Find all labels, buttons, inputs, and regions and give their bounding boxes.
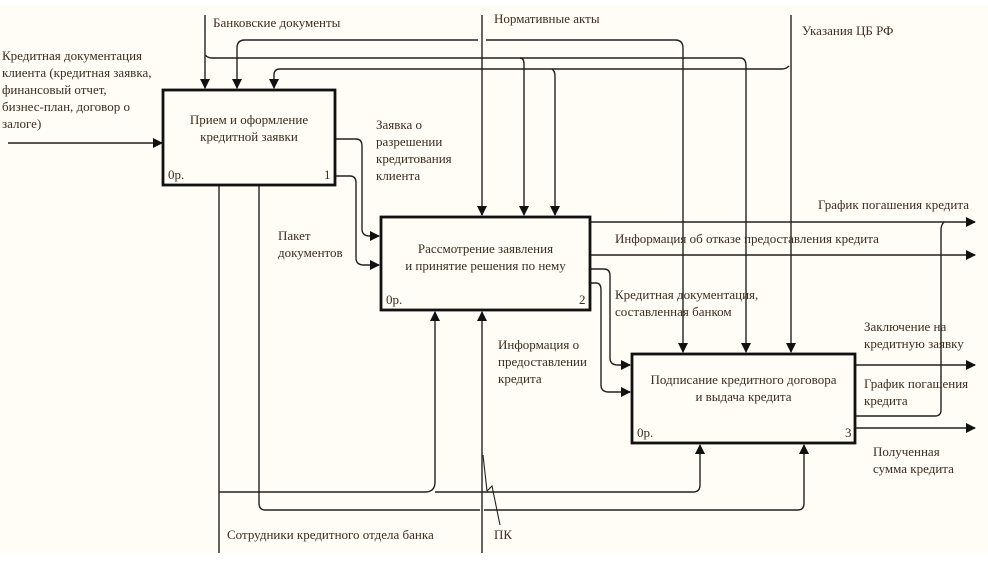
- box-1-title: Прием и оформление кредитной заявки: [163, 111, 335, 145]
- box-1[interactable]: [161, 88, 337, 187]
- label-cb-instructions: Указания ЦБ РФ: [802, 23, 894, 38]
- arrow-approval-request: [335, 138, 380, 241]
- label-approval-request-line: кредитования: [376, 151, 452, 166]
- box-3-title: Подписание кредитного договора и выдача …: [632, 371, 855, 405]
- arrow-normative-acts-to-box3: [486, 39, 688, 353]
- label-repayment-schedule-line: кредита: [864, 393, 908, 408]
- label-credit-info-line: предоставлении: [498, 354, 587, 369]
- label-normative-acts: Нормативные акты: [494, 11, 600, 26]
- label-refusal-info: Информация об отказе предоставления кред…: [615, 231, 879, 246]
- box-1-number: 1: [324, 167, 331, 182]
- arrow-normative-acts-to-box1: [232, 39, 478, 89]
- arrow-staff-to-box3: [435, 444, 705, 493]
- bottom-margin: [0, 553, 988, 567]
- arrow-bank-docs-branch-box3: [520, 57, 751, 353]
- label-approval-request-line: клиента: [376, 168, 421, 183]
- label-repayment-schedule: График погашения кредита: [864, 375, 968, 409]
- box-3-title-line2: и выдача кредита: [695, 389, 792, 404]
- label-credit-info: Информация о предоставлении кредита: [498, 336, 587, 387]
- label-received-amount-line: сумма кредита: [873, 461, 954, 476]
- box-1-title-line2: кредитной заявки: [200, 129, 298, 144]
- box-3[interactable]: [630, 352, 857, 445]
- label-client-docs-line: финансовый отчет,: [2, 82, 107, 97]
- label-client-docs-line: бизнес-план, договор о: [2, 99, 130, 114]
- top-margin: [0, 0, 988, 5]
- box-2-cost: 0р.: [386, 292, 403, 307]
- box-2-title-line1: Рассмотрение заявления: [417, 241, 554, 256]
- label-conclusion: Заключение на кредитную заявку: [864, 318, 964, 352]
- arrow-box2-to-box3-a: [590, 268, 631, 370]
- box-2-title: Рассмотрение заявления и принятие решени…: [381, 240, 590, 274]
- box-1-title-line1: Прием и оформление: [189, 112, 309, 127]
- label-staff: Сотрудники кредитного отдела банка: [227, 527, 434, 542]
- label-client-docs: Кредитная документация клиента (кредитна…: [2, 47, 151, 132]
- label-approval-request: Заявка о разрешении кредитования клиента: [376, 116, 452, 184]
- arrow-repayment-schedule: [855, 221, 945, 417]
- label-bank-credit-docs: Кредитная документация, составленная бан…: [615, 286, 758, 320]
- label-client-docs-line: клиента (кредитная заявка,: [2, 65, 152, 80]
- label-received-amount: Полученная сумма кредита: [873, 443, 954, 477]
- label-repayment-schedule-line: График погашения: [864, 376, 969, 391]
- label-conclusion-line: кредитную заявку: [864, 336, 964, 351]
- label-bank-documents: Банковские документы: [213, 15, 341, 30]
- label-bank-credit-docs-line: Кредитная документация,: [615, 287, 759, 302]
- arrow-document-package: [335, 175, 380, 270]
- label-approval-request-line: Заявка о: [376, 117, 423, 132]
- pc-squiggle: [482, 454, 501, 526]
- label-client-docs-line: Кредитная документация: [2, 48, 143, 63]
- label-repayment-schedule-top: График погашения кредита: [818, 197, 969, 212]
- arrow-pc-to-box3: [484, 444, 809, 511]
- label-document-package-line: Пакет: [278, 228, 311, 243]
- box-1-cost: 0р.: [168, 167, 185, 182]
- label-pc: ПК: [494, 527, 513, 542]
- arrow-pc-to-box1: [254, 167, 480, 511]
- arrow-cb-to-box1: [269, 65, 790, 89]
- box-2-number: 2: [579, 292, 586, 307]
- label-received-amount-line: Полученная: [873, 444, 940, 459]
- label-approval-request-line: разрешении: [376, 134, 443, 149]
- label-credit-info-line: Информация о: [498, 337, 580, 352]
- label-document-package: Пакет документов: [278, 227, 343, 261]
- arrow-staff-to-box2-3: [219, 311, 440, 493]
- arrow-cb-to-box2: [550, 68, 560, 216]
- box-3-number: 3: [845, 425, 852, 440]
- box-2[interactable]: [379, 215, 592, 312]
- box-3-title-line1: Подписание кредитного договора: [650, 372, 837, 387]
- arrow-box2-to-box3-b: [590, 282, 631, 397]
- label-conclusion-line: Заключение на: [864, 319, 947, 334]
- label-credit-info-line: кредита: [498, 371, 542, 386]
- label-document-package-line: документов: [278, 245, 343, 260]
- label-bank-credit-docs-line: составленная банком: [615, 304, 732, 319]
- label-client-docs-line: залоге): [2, 116, 42, 131]
- box-3-cost: 0р.: [637, 425, 654, 440]
- box-2-title-line2: и принятие решения по нему: [405, 258, 566, 273]
